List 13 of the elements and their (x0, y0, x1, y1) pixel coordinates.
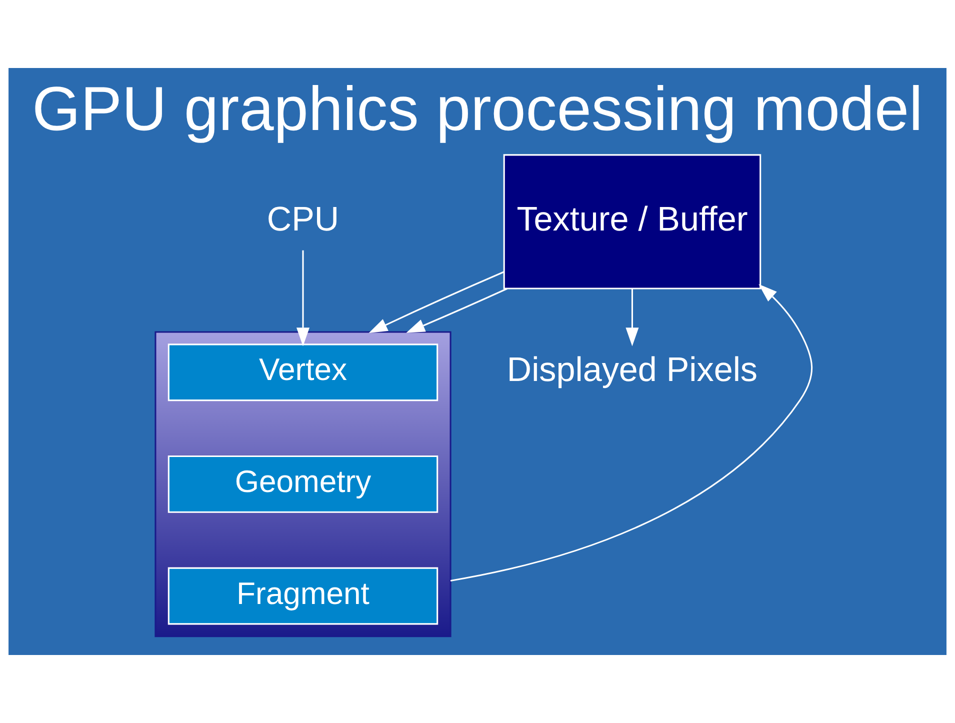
cluster (154, 331, 452, 638)
node-box: Vertex (168, 344, 438, 402)
diagram-title: GPU graphics processing model (32, 75, 923, 144)
node-text: Displayed Pixels (506, 351, 758, 390)
arrow (626, 288, 639, 346)
arrow (450, 284, 813, 582)
node-text: CPU (266, 200, 340, 238)
arrow (296, 250, 310, 346)
node-box: Fragment (168, 567, 438, 625)
node-box: Texture / Buffer (503, 154, 762, 290)
node-box: Geometry (168, 455, 438, 513)
arrow (368, 271, 504, 333)
arrow (406, 288, 508, 333)
